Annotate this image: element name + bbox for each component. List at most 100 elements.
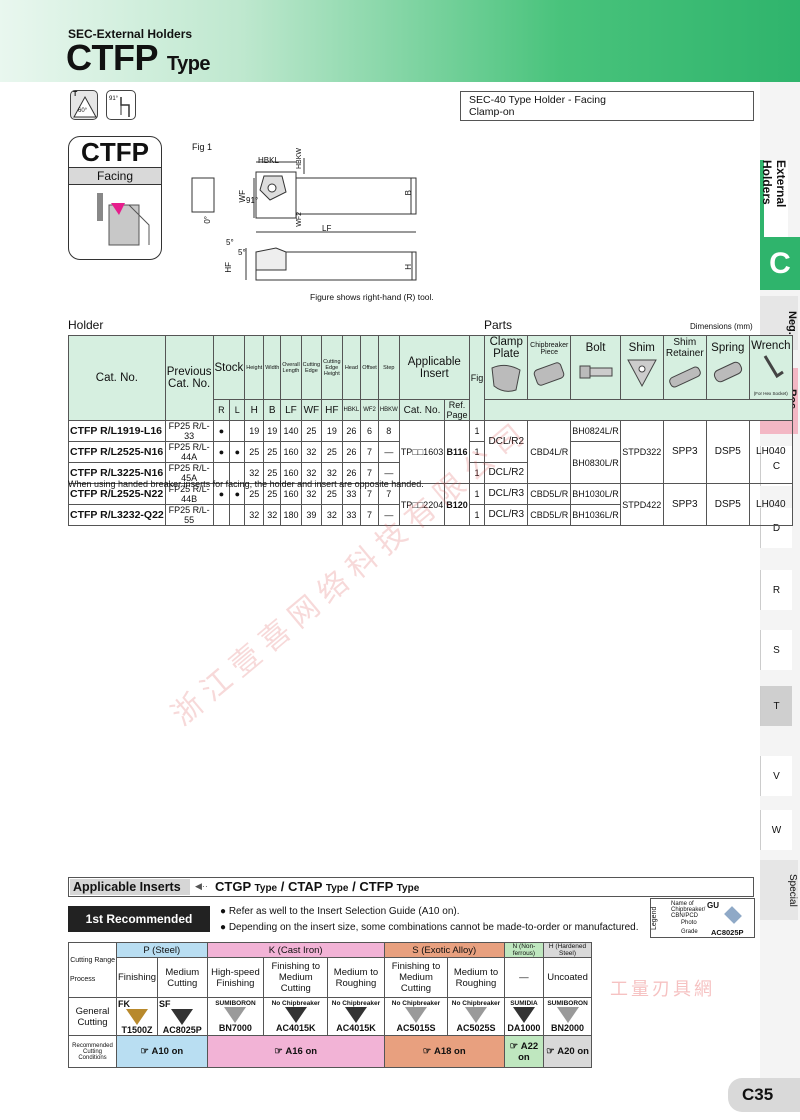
col-cutting-edge-height: Cutting Edge Height [321,335,343,400]
tab-shape-w[interactable]: W [760,810,792,850]
title-code: CTFP [66,37,158,78]
tab-special[interactable]: Special [760,860,798,920]
cell-retainer-group1: SPP3 [662,420,707,484]
badge-code: CTFP [81,137,149,167]
title-suffix: Type [166,53,211,75]
table-footnote: When using handed breaker inserts for fa… [68,479,424,489]
tab-shape-v[interactable]: V [760,756,792,796]
insert-grade: AC8025P [162,1024,202,1035]
cell-hbkl: 26 [341,420,362,442]
cell-hf: 32 [321,504,343,526]
cell-l: ● [229,441,246,463]
cell-hf: 25 [321,441,343,463]
applicable-inserts-bar [68,877,754,897]
figure-label: Fig 1 [192,142,213,152]
col-cat-no: Cat. No. [68,335,166,421]
tab-shape-t[interactable]: T [760,686,792,726]
cell-wf2: 7 [360,441,379,463]
legend-grade: Grade [681,929,698,935]
cell-hbkw: — [377,504,400,526]
conditions-s[interactable]: ☞ A18 on [383,1035,505,1068]
range-cell: Uncoated [543,957,592,998]
cell-retainer-group2: SPP3 [662,483,707,526]
cell-lf: 160 [280,441,302,463]
col-lf: LF [280,399,302,421]
range-cell: Finishing [115,957,159,998]
cell-hbkl: 33 [341,504,362,526]
range-cell: Finishing to Medium Cutting [263,957,329,998]
tab-shape-s-label: S [773,644,780,656]
shape-letter: T [73,91,78,98]
col-h: H [244,399,265,421]
conditions-p[interactable]: ☞ A10 on [116,1035,208,1068]
conditions-h[interactable]: ☞ A20 on [543,1035,592,1068]
cell-hbkl: 33 [341,483,362,505]
corner-cell: Cutting Range Process [68,942,117,998]
cell-chip: CBD5L/R [527,504,572,526]
col-head: Head [341,335,362,400]
cell-clamp: DCL/R3 [484,483,529,505]
arrow-left-icon: ◀·· [195,881,208,891]
conditions-k[interactable]: ☞ A16 on [206,1035,385,1068]
shape-angle: 60° [78,108,88,114]
insert-type-name: CTFP [359,879,394,894]
insert-top: FK [118,998,130,1009]
table-row: CTFP R/L3232-Q22 FP25 R/L-55 32 32 180 3… [68,504,793,526]
tab-shape-s[interactable]: S [760,630,792,670]
triangle-insert-icon [556,1007,579,1023]
col-height: Height [244,335,265,400]
dim-lf: LF [322,224,332,233]
col-cutting-edge: Cutting Edge [300,335,323,400]
group-h: H (Hardened Steel) [543,942,592,958]
bullet-text: Refer as well to the Insert Selection Gu… [228,906,460,917]
caption-line-1: SEC-40 Type Holder - Facing [469,94,606,106]
col-chipbreaker: Chipbreaker Piece [527,335,572,400]
parts-header-filler [484,399,793,421]
cell-hf: 32 [321,462,343,484]
cell-prev: FP25 R/L-45A [164,462,214,484]
conditions-s-text: A18 on [433,1046,466,1057]
range-cell: High-speed Finishing [206,957,265,998]
insert-top: No Chipbreaker [271,1000,320,1007]
insert-grade: T1500Z [121,1024,153,1035]
conditions-n-text: A22 on [518,1040,539,1063]
group-n: N (Non-ferrous) [503,942,545,958]
dim-hf: HF [224,262,233,273]
conditions-n[interactable]: ☞ A22 on [503,1035,545,1068]
dim-angle-5b: 5° [238,248,246,257]
cell-wrench-group1: LH040 [748,420,793,484]
tab-external-holders[interactable]: External Holders [760,160,788,237]
tab-c[interactable]: C [760,237,800,290]
insert-top: No Chipbreaker [391,1000,441,1007]
page-ref-icon: ☞ [546,1046,555,1057]
col-wf: WF [300,399,323,421]
shim-icon [626,359,657,388]
insert-top: No Chipbreaker [331,1000,381,1007]
insert-top: No Chipbreaker [451,1000,501,1007]
col-shim: Shim [619,335,664,400]
insert-grade: BN2000 [551,1023,585,1033]
dim-angle-0: 0° [203,216,212,224]
col-wrench: Wrench (For Hex Socket) [748,335,793,400]
shim-retainer-label: Shim Retainer [665,337,704,359]
insert-cell[interactable]: FK T1500Z [115,997,159,1036]
insert-grade: AC5025S [456,1023,496,1033]
table-row: CTFP R/L1919-L16 FP25 R/L-33 ● 19 19 140… [68,420,793,484]
col-wf2: WF2 [360,399,379,421]
shim-label: Shim [628,342,655,354]
col-hbkw: HBKW [377,399,400,421]
cell-r [212,504,231,526]
cell-cat: CTFP R/L2525-N16 [68,441,166,463]
col-r: R [212,399,231,421]
bullet-note: ● Refer as well to the Insert Selection … [220,906,460,917]
chipbreaker-icon [533,361,565,386]
tab-shape-r[interactable]: R [760,570,792,610]
